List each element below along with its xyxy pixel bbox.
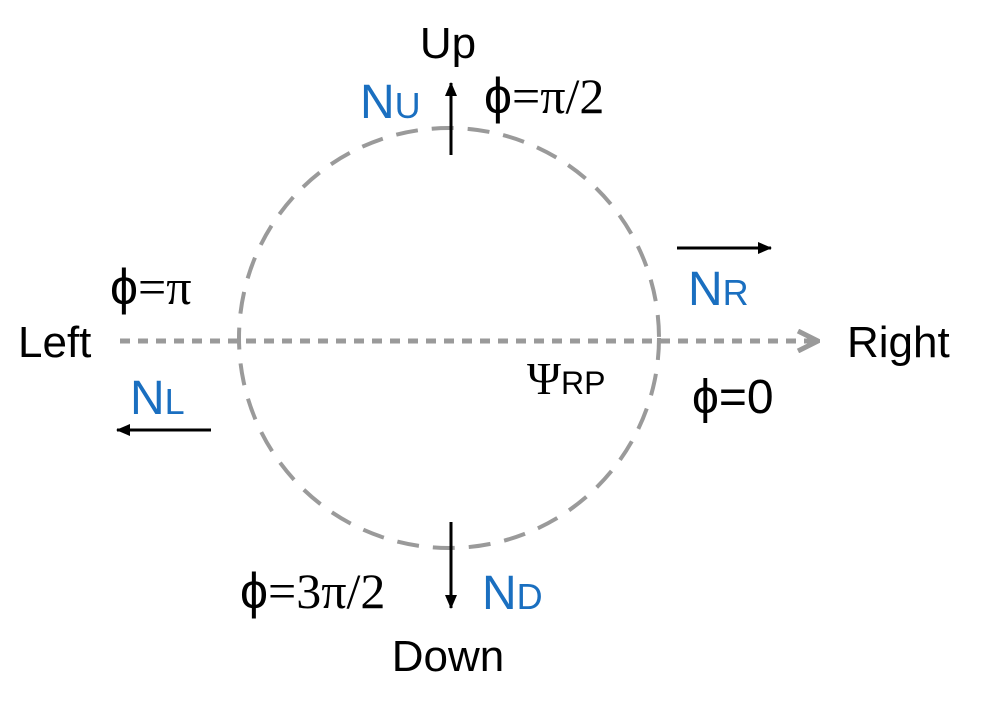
- label-right: Right: [847, 318, 950, 367]
- dashed-circle: [237, 126, 661, 550]
- normal-left-label: NL: [130, 372, 185, 425]
- normal-down-label: ND: [482, 567, 543, 620]
- angle-right-label: ϕ=0: [692, 371, 774, 424]
- angle-down-label: ϕ=3π/2: [240, 563, 385, 619]
- angle-left-label: ϕ=π: [110, 259, 191, 315]
- normal-up-label: NU: [360, 76, 421, 129]
- reaction-plane-label: ΨRP: [527, 353, 605, 404]
- label-left: Left: [18, 318, 91, 367]
- label-down: Down: [392, 632, 505, 681]
- label-up: Up: [420, 19, 476, 68]
- angle-up-label: ϕ=π/2: [484, 68, 604, 124]
- normal-right-label: NR: [688, 263, 749, 316]
